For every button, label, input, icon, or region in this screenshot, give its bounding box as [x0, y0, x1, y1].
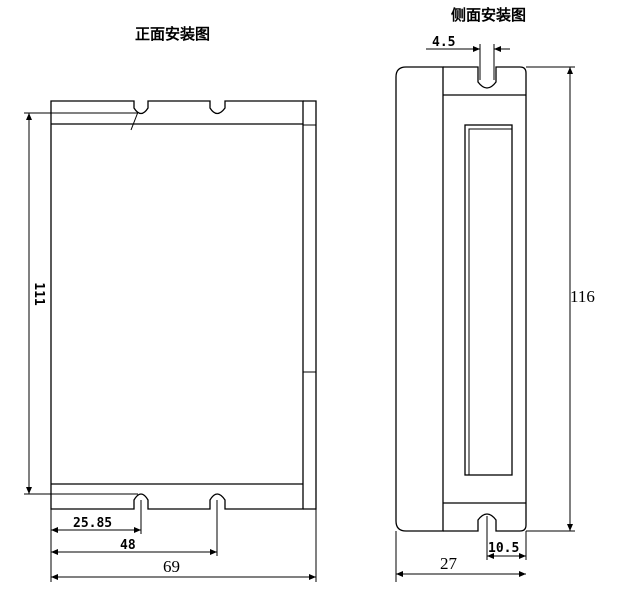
side-window-inner — [468, 128, 513, 476]
side-view: 侧面安装图 4.5 116 10.5 27 — [395, 6, 595, 582]
front-view-title: 正面安装图 — [135, 25, 210, 43]
side-window-outer — [464, 124, 513, 476]
front-hole-leader — [130, 111, 139, 131]
front-hole-spacing-label: 48 — [120, 538, 136, 553]
side-back-plate — [395, 66, 444, 532]
front-hole-offset-label: 25.85 — [73, 516, 112, 531]
side-depth-label: 27 — [440, 554, 458, 573]
front-body-outline — [50, 100, 304, 510]
front-height-label: 111 — [31, 282, 46, 306]
side-height-label: 116 — [570, 287, 595, 306]
side-view-title: 侧面安装图 — [451, 6, 526, 24]
side-bottom-slot-label: 10.5 — [488, 541, 519, 556]
front-view: 正面安装图 111 25.85 48 69 — [24, 25, 317, 582]
front-width-label: 69 — [163, 557, 180, 576]
side-flange-plate — [443, 66, 527, 532]
front-side-flange — [303, 100, 317, 510]
side-slot-width-label: 4.5 — [432, 35, 455, 50]
